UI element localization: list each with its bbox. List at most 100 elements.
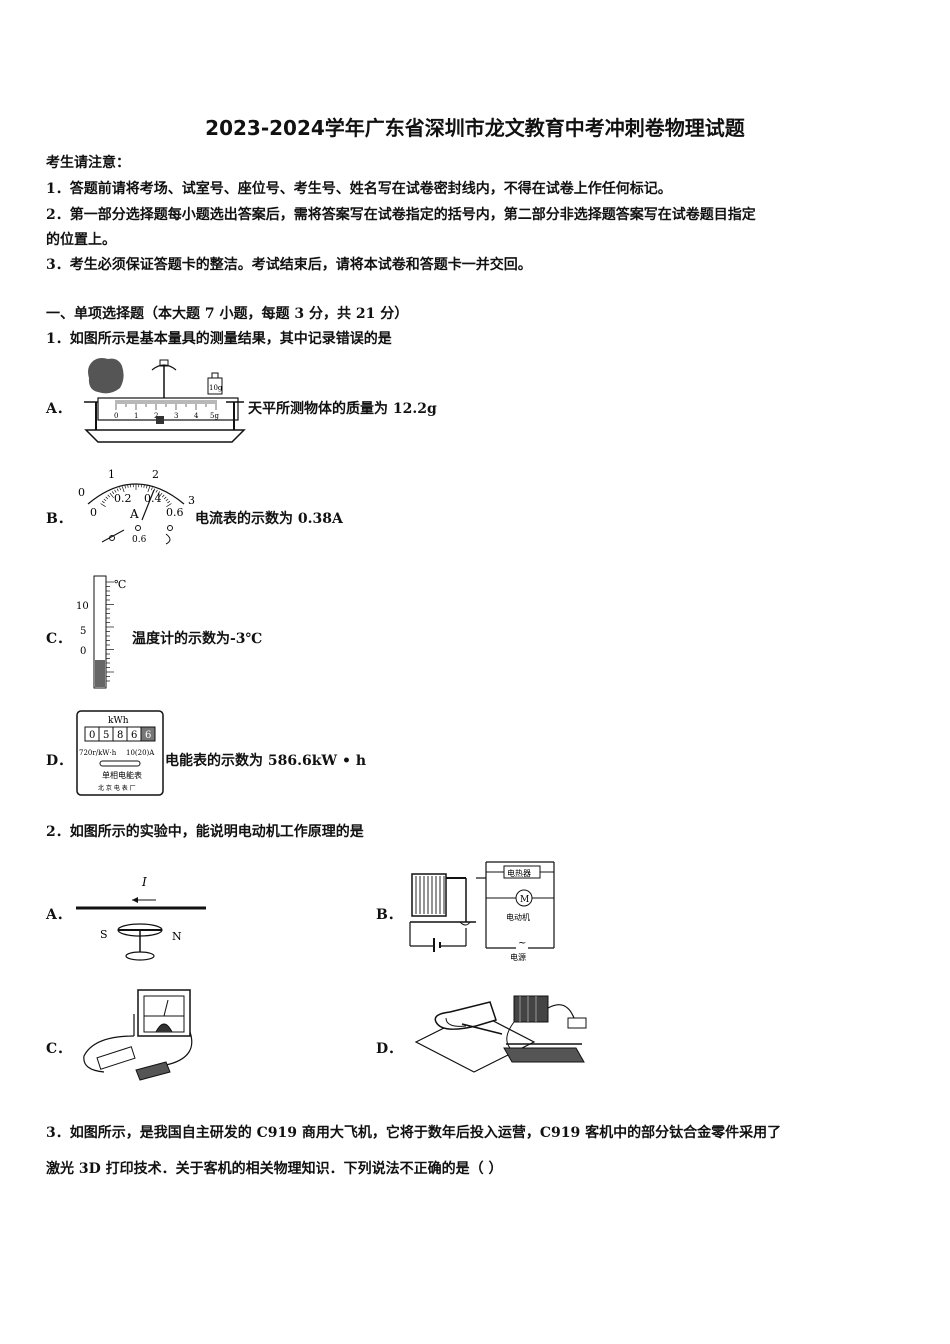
q1-option-b-letter: B． [46,511,72,527]
electromagnet [411,873,447,917]
notice-item: 2．第一部分选择题每小题选出答案后，需将答案写在试卷指定的括号内，第二部分非选择… [46,207,756,223]
electromagnet-relay-figure: 电热器 M 电动机 ~ 电源 [409,861,555,962]
terminal-label: 0.6 [132,535,147,545]
tick-mark [116,488,119,492]
tick-mark [114,489,117,493]
electromagnetic-induction-figure [83,989,193,1081]
compass-base [125,951,155,961]
scale-label: 4 [194,412,199,420]
inner-tick-label: 0.6 [166,506,184,519]
inner-tick-label: 0.2 [114,492,132,505]
tick-mark [103,498,107,502]
outer-tick-label: 1 [108,468,115,481]
tick-mark [127,484,129,488]
tick-mark [157,491,161,495]
magnet [155,1023,173,1033]
tick-mark [167,500,171,504]
tick-mark [109,492,114,499]
tick-mark [121,486,125,493]
inner-tick-label: 0.4 [144,492,162,505]
scale-label: 3 [174,412,178,420]
weight-label: 10g [209,384,223,392]
scale-ticks [115,400,217,410]
tick-mark [111,491,115,495]
terminal [135,525,141,531]
rod [461,1023,503,1035]
tick-mark [147,486,151,493]
question-3-stem: 3．如图所示，是我国自主研发的 C919 商用大飞机，它将于数年后投入运营，C9… [46,1125,782,1141]
meter-disc-window [99,760,141,767]
q2-option-b-letter: B． [376,907,402,923]
thermometer-label: 5 [80,626,86,637]
tick-mark [105,496,109,500]
notice-item: 3．考生必须保证答题卡的整洁。考试结束后，请将本试卷和答题卡一并交回。 [46,257,532,273]
terminal [167,525,173,531]
north-label: N [172,930,182,943]
question-2-stem: 2．如图所示的实验中，能说明电动机工作原理的是 [46,824,364,840]
tick-mark [107,494,111,498]
magnet-base [135,1061,171,1081]
coil-lines [415,876,445,914]
meter-maker: 北 京 电 表 厂 [98,784,136,792]
mercury-column [95,660,105,687]
thermometer-label: 10 [76,601,89,612]
tick-mark [143,484,145,488]
thermometer-ticks [106,581,114,682]
q2-option-a-letter: A． [46,907,71,923]
tick-mark [158,492,163,499]
q2-option-c-letter: C． [46,1041,72,1057]
horseshoe-magnet [434,1001,497,1030]
tick-mark [150,487,153,491]
meter-spec: 10(20)A [126,749,155,757]
notice-item: 的位置上。 [46,232,116,248]
scale-label: 5g [210,412,219,420]
question-3-stem-continued: 激光 3D 打印技术．关于客机的相关物理知识．下列说法不正确的是（ ） [46,1161,503,1177]
south-label: S [100,928,108,941]
tick-mark [124,485,127,489]
conductor-holder [96,1046,136,1070]
meter-digit: 8 [117,730,123,741]
q1-option-d-text: 电能表的示数为 586.6kW • h [165,753,367,769]
ammeter-unit: A [129,507,139,521]
tick-mark [161,494,165,498]
balance-beam [97,397,239,421]
heater-label: 电热器 [507,868,531,878]
tick-mark [166,503,172,508]
current-label: I [141,875,147,889]
outer-tick-label: 2 [152,468,159,481]
meter-digit: 0 [89,730,95,741]
tick-mark [100,503,106,508]
tick-mark [119,487,122,491]
thermometer-figure: ℃ 10 5 0 [76,575,126,689]
thermometer-unit: ℃ [114,578,126,591]
ammeter-needle [141,489,155,521]
section-heading: 一、单项选择题（本大题 7 小题，每题 3 分，共 21 分） [46,306,409,322]
tick-mark [101,500,105,504]
inner-tick-label: 0 [90,506,97,519]
q1-option-c-text: 温度计的示数为-3℃ [132,631,263,647]
page-title: 2023-2024学年广东省深圳市龙文教育中考冲刺卷物理试题 [205,116,745,140]
ammeter-figure: 0 1 2 3 0 0.2 0.4 0.6 A 0.6 [78,468,195,545]
switch [567,1017,587,1029]
notice-heading: 考生请注意： [46,155,130,171]
tick-mark [155,489,158,493]
q1-option-b-text: 电流表的示数为 0.38A [195,511,343,527]
q1-option-c-letter: C． [46,631,72,647]
q1-option-a-letter: A． [46,401,71,417]
battery-pack [513,995,549,1023]
wire [83,1035,135,1073]
tick-mark [145,485,148,489]
meter-digit-decimal: 6 [145,730,151,741]
outer-tick-label: 0 [78,486,85,499]
balance-base [84,429,246,443]
question-1-stem: 1．如图所示是基本量具的测量结果，其中记录错误的是 [46,331,392,347]
meter-digit: 6 [131,730,137,741]
energy-meter-figure: kWh 0 5 8 6 6 720r/kW·h 10(20)A 单相电能表 北 … [76,710,164,796]
thermometer-label: 0 [80,646,86,657]
tick-mark [165,498,169,502]
meter-digit: 5 [103,730,109,741]
ac-symbol: ~ [518,938,526,949]
rider [156,416,164,424]
q1-option-a-text: 天平所测物体的质量为 12.2g [248,401,437,417]
